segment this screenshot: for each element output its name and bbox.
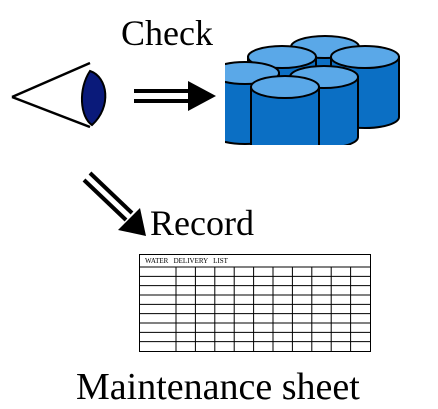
eye-icon (11, 61, 107, 129)
arrow-down-right-icon (82, 171, 146, 236)
maintenance-sheet-table: WATER DELIVERY LIST (139, 254, 371, 352)
tank-group-icon (225, 35, 400, 145)
maintenance-sheet-label: Maintenance sheet (76, 366, 360, 408)
check-label: Check (121, 13, 213, 53)
sheet-header: WATER DELIVERY LIST (145, 257, 228, 265)
record-label: Record (150, 203, 254, 243)
arrow-right-icon (134, 81, 216, 111)
tank-icon (250, 75, 320, 145)
sheet-grid (140, 266, 370, 351)
